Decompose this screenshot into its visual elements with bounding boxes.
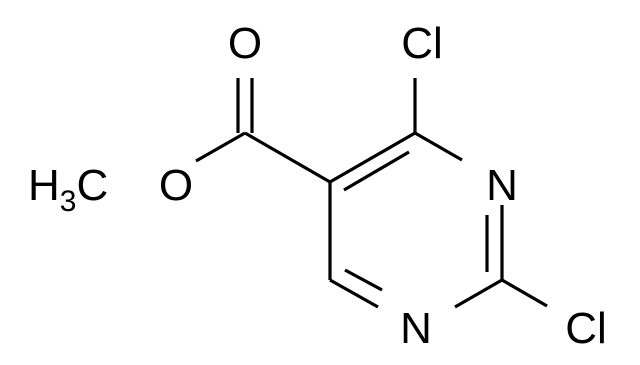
bond-c5-c4-inner	[343, 150, 410, 192]
bond-c5-c4	[329, 131, 416, 184]
bond-carbonyl-c-ester-o	[195, 131, 246, 163]
nitrogen-upper-label: N	[486, 161, 518, 210]
methyl-label: H3C	[28, 161, 108, 218]
bond-n1-c6	[329, 278, 379, 309]
methyl-carbon: C	[76, 161, 108, 210]
ester-oxygen-label: O	[159, 161, 193, 210]
bond-c4-n3	[414, 131, 463, 162]
nitrogen-lower-label: N	[400, 304, 432, 353]
bond-c5-carbonyl-c	[244, 131, 331, 184]
chlorine-bottom-label: Cl	[565, 304, 607, 353]
bonds	[195, 78, 548, 309]
bond-n1-c6-inner	[344, 268, 383, 292]
carbonyl-oxygen-label: O	[228, 19, 262, 68]
bond-c2-cl	[501, 278, 548, 308]
methyl-subscript: 3	[60, 185, 77, 218]
chlorine-top-label: Cl	[401, 19, 443, 68]
bond-c2-n1	[454, 278, 503, 309]
methyl-hydrogen: H	[28, 161, 60, 210]
